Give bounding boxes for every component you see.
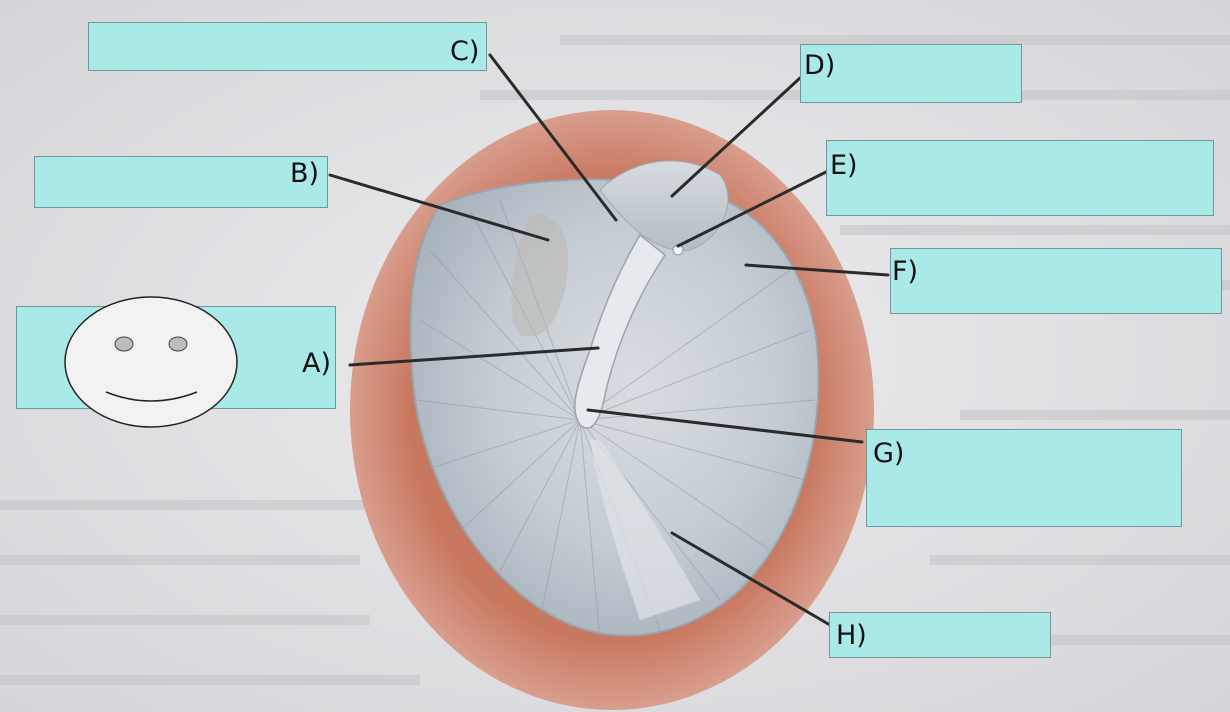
leader-line-e bbox=[676, 170, 828, 248]
label-g: G) bbox=[873, 438, 905, 469]
answer-box-c[interactable] bbox=[88, 22, 487, 71]
answer-box-d[interactable] bbox=[800, 44, 1022, 103]
answer-box-g[interactable] bbox=[866, 429, 1182, 527]
label-f: F) bbox=[892, 256, 919, 287]
answer-box-f[interactable] bbox=[890, 248, 1222, 314]
answer-box-a[interactable] bbox=[16, 306, 336, 409]
cone-of-light bbox=[590, 440, 700, 620]
answer-box-e[interactable] bbox=[826, 140, 1214, 216]
label-b: B) bbox=[290, 158, 320, 189]
label-d: D) bbox=[804, 50, 836, 81]
leader-line-d bbox=[670, 76, 802, 198]
label-c: C) bbox=[450, 36, 480, 67]
pars-flaccida bbox=[599, 160, 729, 252]
label-e: E) bbox=[830, 150, 858, 181]
leader-line-g bbox=[586, 408, 864, 444]
label-a: A) bbox=[302, 348, 332, 379]
leader-line-c bbox=[488, 53, 618, 222]
incus-shadow bbox=[511, 214, 569, 337]
leader-line-a bbox=[348, 346, 600, 367]
answer-box-h[interactable] bbox=[829, 612, 1051, 658]
leader-lines bbox=[328, 53, 890, 627]
answer-box-b[interactable] bbox=[34, 156, 328, 208]
label-h: H) bbox=[836, 620, 867, 651]
leader-line-f bbox=[744, 263, 890, 277]
leader-line-h bbox=[670, 531, 832, 627]
malleus-handle bbox=[574, 233, 667, 429]
radial-fibres bbox=[414, 199, 816, 641]
leader-line-b bbox=[328, 173, 550, 242]
